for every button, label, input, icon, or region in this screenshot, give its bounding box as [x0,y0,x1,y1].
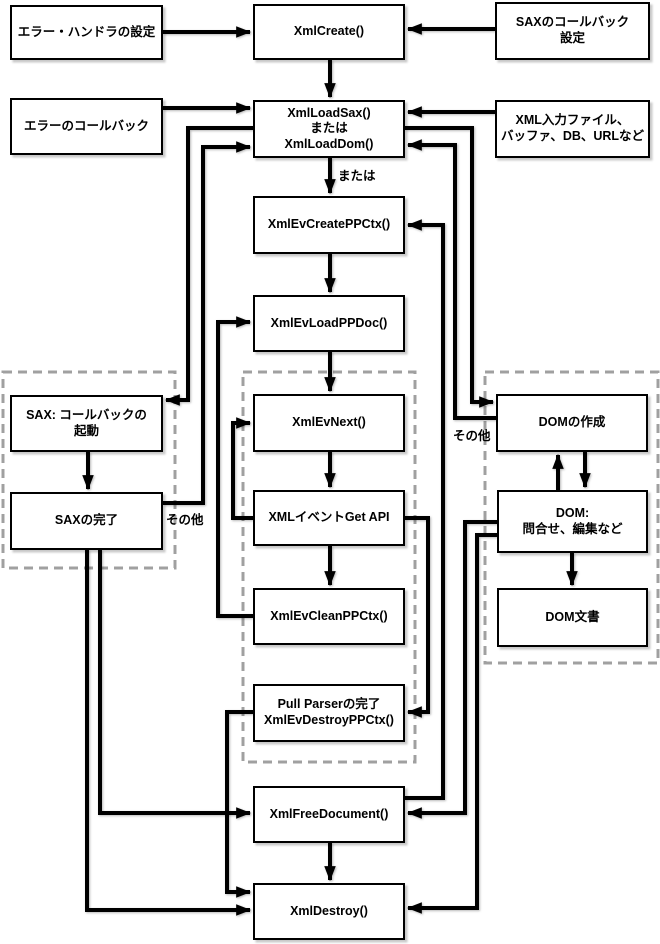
edge-saxdone-to-freedoc [98,550,252,819]
node-event-get-api: XMLイベントGet API [253,490,405,546]
node-pull-parser-done-label: Pull Parserの完了 XmlEvDestroyPPCtx() [264,697,394,727]
edge-evget-loop-to-evnext [231,417,253,520]
node-dom-create-label: DOMの作成 [538,415,606,430]
node-xmlload: XmlLoadSax() または XmlLoadDom() [253,100,405,158]
node-evloadppdoc: XmlEvLoadPPDoc() [253,295,405,352]
node-evcreateppctx-label: XmlEvCreatePPCtx() [267,217,391,232]
node-error-callback: エラーのコールバック [10,98,163,155]
edge-domquery-to-destroy [406,533,497,914]
edge-saxdone-to-destroy [85,550,252,916]
edge-domcreate-others-to-xmlload [406,139,496,420]
node-xmlcreate: XmlCreate() [253,4,405,60]
node-xmldestroy: XmlDestroy() [253,883,405,940]
edge-xmlload-to-domcreate [405,126,495,408]
label-or: または [338,169,376,183]
node-dom-document: DOM文書 [497,588,648,647]
node-set-error-handler-label: エラー・ハンドラの設定 [17,24,156,39]
node-evcleanppctx-label: XmlEvCleanPPCtx() [270,608,388,623]
node-sax-callbacks: SAX: コールバックの 起動 [10,395,163,452]
node-xmlcreate-label: XmlCreate() [293,24,365,39]
node-dom-query: DOM: 問合せ、編集など [497,490,648,553]
edge-pulldone-to-destroy [225,710,253,898]
node-evcreateppctx: XmlEvCreatePPCtx() [253,196,405,254]
edge-saxdone-others-to-xmlload [163,141,252,505]
node-evnext: XmlEvNext() [253,394,405,452]
node-xmldestroy-label: XmlDestroy() [290,903,368,918]
node-sax-done-label: SAXの完了 [54,513,119,528]
node-evcleanppctx: XmlEvCleanPPCtx() [253,588,405,645]
node-dom-create: DOMの作成 [496,394,648,452]
node-dom-query-label: DOM: 問合せ、編集など [522,505,623,536]
node-dom-document-label: DOM文書 [545,609,600,624]
edge-domquery-to-freedoc [406,520,497,819]
node-evloadppdoc-label: XmlEvLoadPPDoc() [270,315,388,330]
node-pull-parser-done: Pull Parserの完了 XmlEvDestroyPPCtx() [253,684,405,742]
node-sax-callbacks-label: SAX: コールバックの 起動 [26,407,147,438]
node-event-get-api-label: XMLイベントGet API [268,510,390,525]
pull-parser-group-outline [241,370,417,764]
node-xmlfreedocument-label: XmlFreeDocument() [269,806,389,821]
node-sax-callback-setting-label: SAXのコールバック 設定 [515,15,630,45]
node-xmlfreedocument: XmlFreeDocument() [253,786,405,843]
edge-evget-to-pulldone [405,516,430,718]
node-sax-done: SAXの完了 [10,492,163,550]
node-xml-input: XML入力ファイル、 バッファ、DB、URLなど [495,100,650,158]
node-error-callback-label: エラーのコールバック [23,118,149,133]
dom-group-outline [483,370,660,665]
label-others-right: その他 [453,429,491,443]
node-sax-callback-setting: SAXのコールバック 設定 [495,2,650,60]
edge-xmlload-to-saxcallbacks [164,126,253,406]
node-evnext-label: XmlEvNext() [292,415,366,430]
edge-freedoc-to-evcreate [405,219,445,800]
node-set-error-handler: エラー・ハンドラの設定 [10,5,163,60]
label-others-left: その他 [166,513,204,527]
node-xmlload-label: XmlLoadSax() または XmlLoadDom() [284,105,374,151]
edge-evclean-loop-to-evload [216,316,253,618]
node-xml-input-label: XML入力ファイル、 バッファ、DB、URLなど [500,113,645,143]
